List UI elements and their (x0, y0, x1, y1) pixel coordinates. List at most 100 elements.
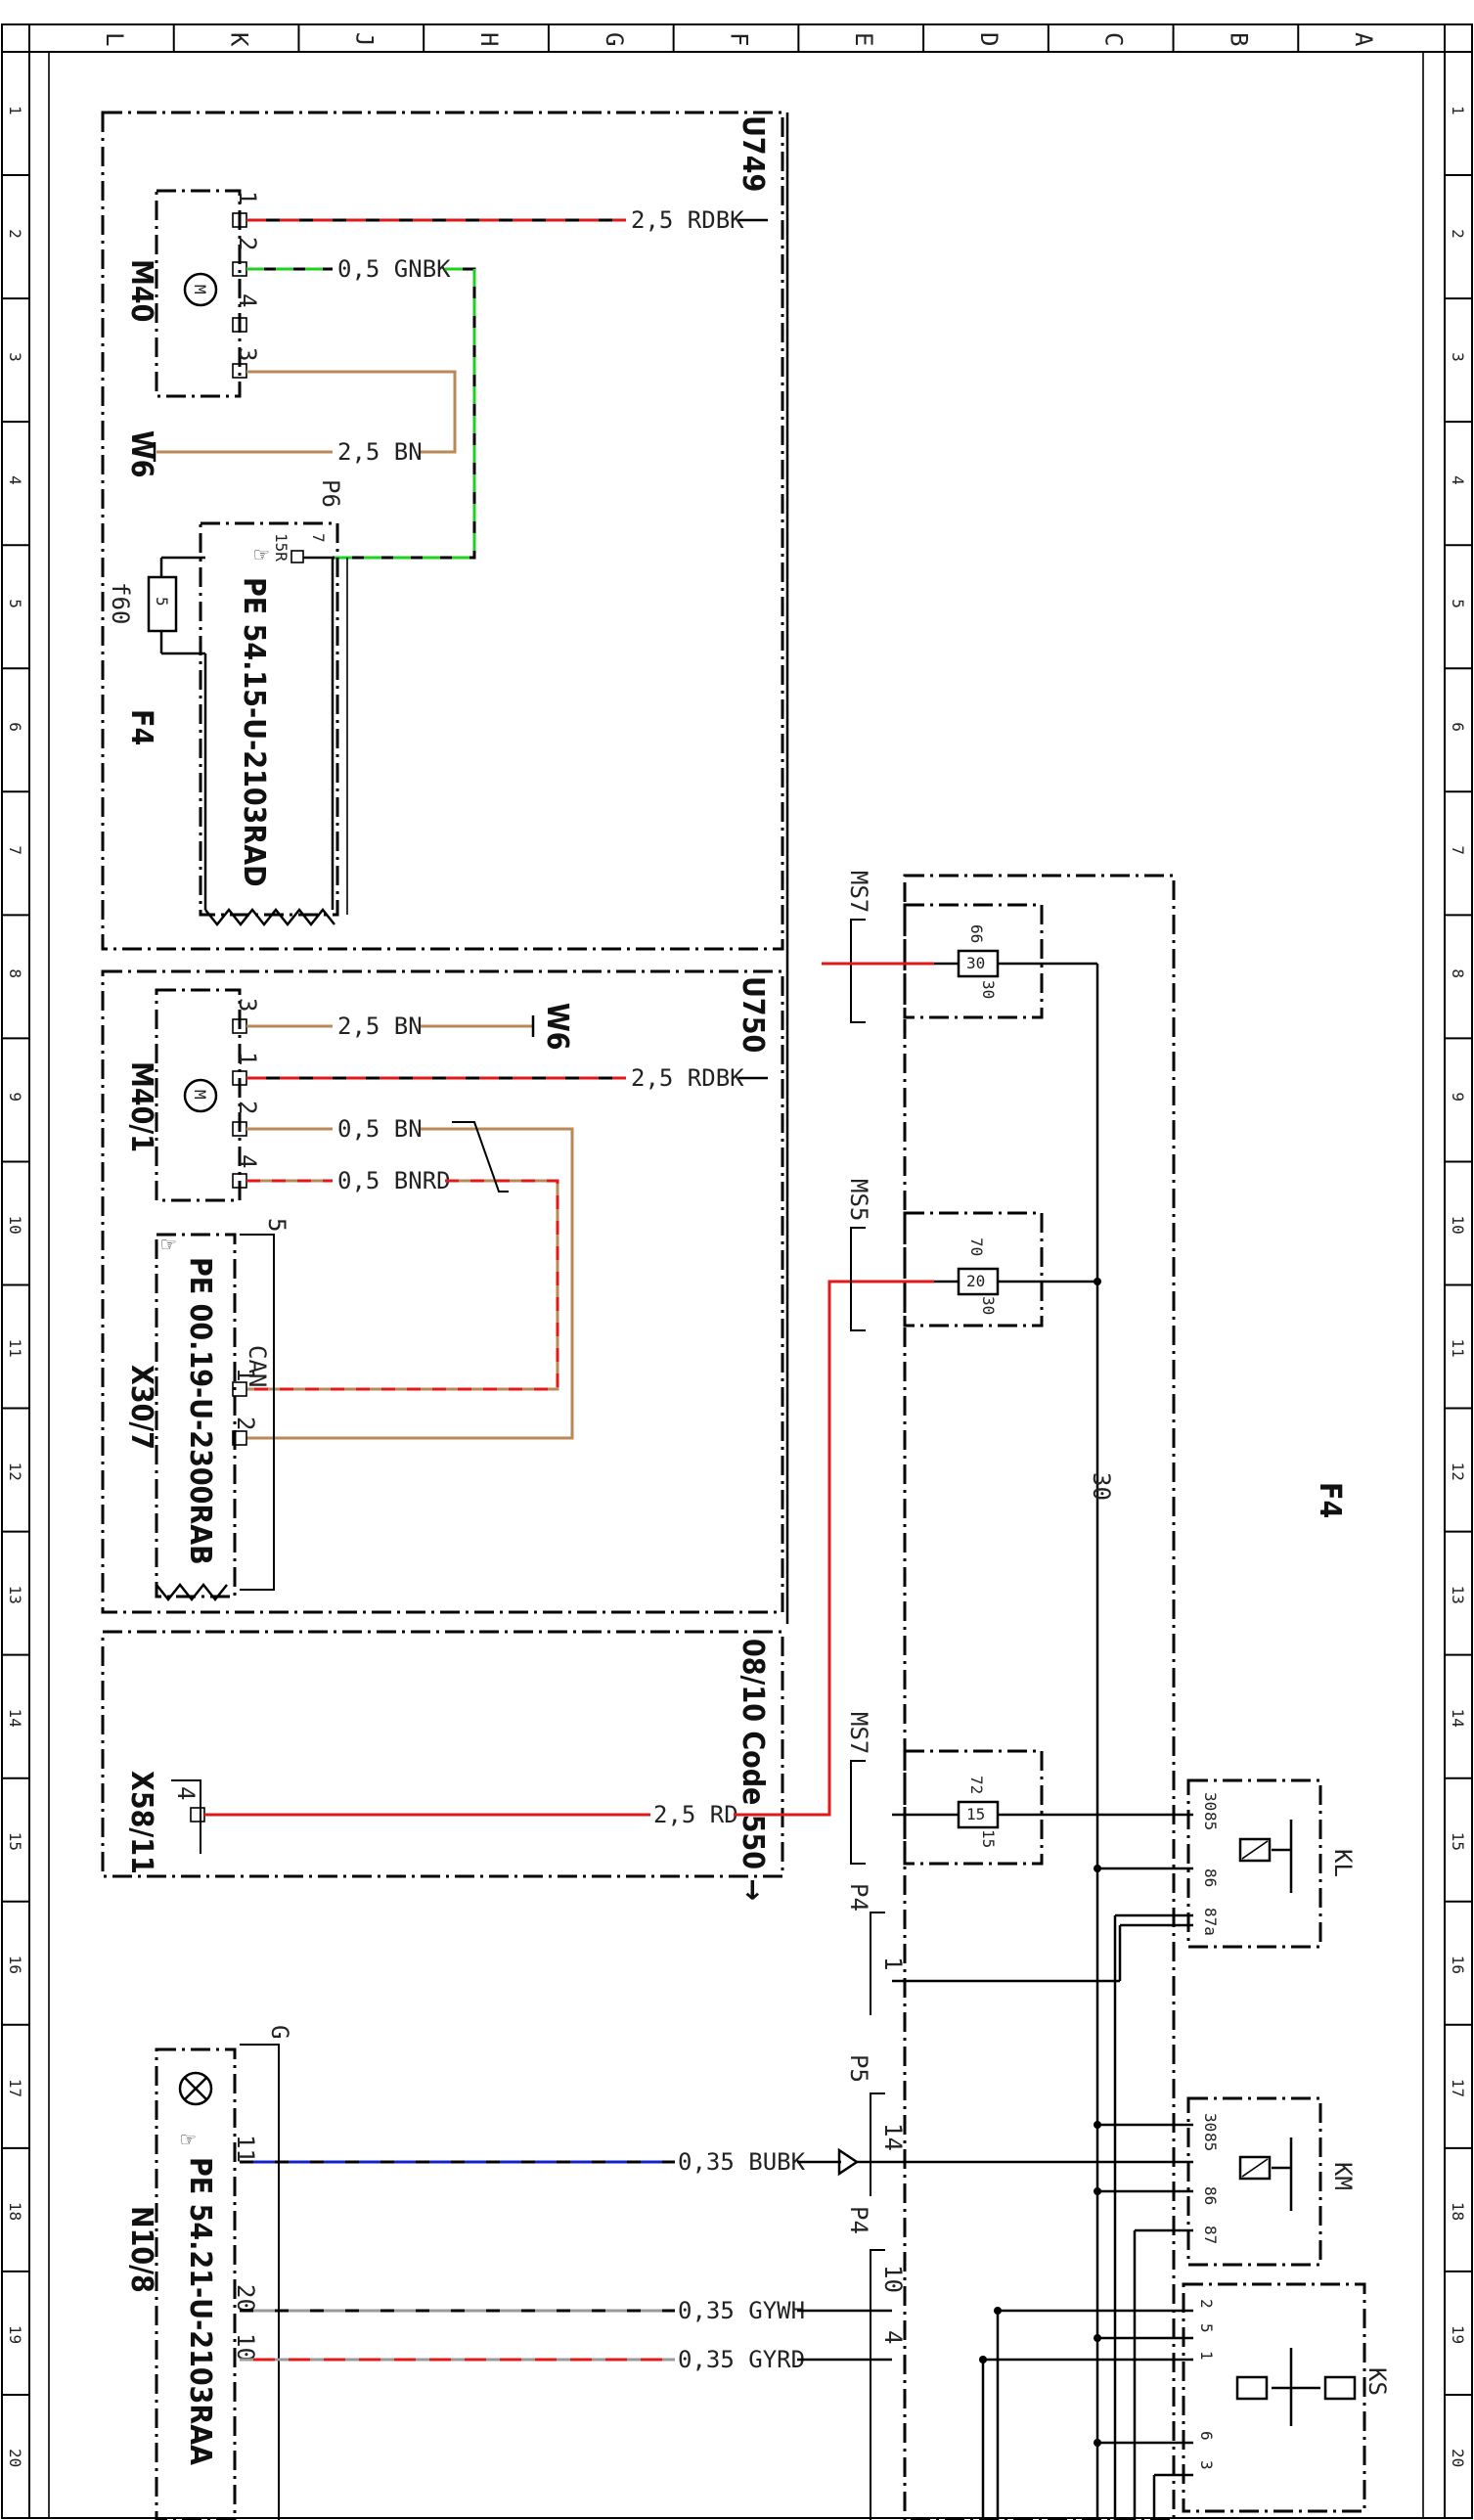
relay-ks (1182, 2282, 1366, 2513)
row-label: 8 (1449, 968, 1467, 978)
row-label: 6 (1449, 722, 1467, 732)
svg-text:4: 4 (879, 2330, 907, 2344)
svg-text:85: 85 (1201, 1812, 1220, 1830)
hand-icon-2: ☞ (161, 1231, 176, 1258)
wire-gywh-label: 0,35 GYWH (678, 2297, 805, 2324)
svg-text:86: 86 (1201, 1868, 1220, 1887)
svg-text:14: 14 (879, 2123, 907, 2151)
f60-label: f60 (107, 582, 134, 624)
svg-text:5: 5 (153, 597, 171, 607)
row-label: 15 (1449, 1832, 1467, 1851)
row-label: 12 (1449, 1462, 1467, 1481)
row-label: 5 (1449, 599, 1467, 608)
svg-text:10: 10 (879, 2265, 907, 2293)
sheet-frame (1, 23, 1473, 2519)
svg-text:2: 2 (1197, 2299, 1216, 2309)
row-label: 9 (6, 1092, 24, 1102)
ks-label: KS (1363, 2367, 1391, 2396)
svg-text:66: 66 (967, 924, 986, 943)
wire-bn05 (246, 1127, 574, 1440)
row-label: 3 (6, 352, 24, 362)
column-label: G (601, 32, 628, 46)
column-label: J (350, 32, 378, 46)
wire-gyrd-label: 0,35 GYRD (678, 2346, 805, 2373)
wire-gnbk (333, 267, 476, 560)
f4-right-label: F4 (1313, 1482, 1347, 1518)
w6-top-label: W6 (124, 430, 158, 478)
svg-text:M: M (191, 285, 209, 294)
m40-pins: 1 2 4 3 (232, 191, 261, 379)
svg-text:30: 30 (979, 980, 998, 999)
f4-left-label: F4 (124, 709, 158, 745)
row-label: 9 (1449, 1092, 1467, 1102)
svg-text:11: 11 (232, 2135, 259, 2163)
fuse-holder-3 (903, 1749, 1044, 1866)
p4-a-label: P4 (845, 1883, 872, 1912)
column-label: F (726, 32, 753, 46)
row-label: 20 (1449, 2449, 1467, 2467)
row-label: 18 (1449, 2202, 1467, 2221)
svg-text:4: 4 (234, 293, 261, 307)
svg-text:87a: 87a (1201, 1908, 1220, 1936)
unit-u750-label: U750 (736, 976, 770, 1053)
svg-text:3: 3 (234, 347, 261, 361)
svg-text:30: 30 (979, 1296, 998, 1315)
svg-text:10: 10 (232, 2333, 259, 2362)
row-label: 11 (1449, 1339, 1467, 1358)
row-label: 15 (6, 1832, 24, 1851)
svg-text:15: 15 (979, 1829, 998, 1848)
svg-text:20: 20 (966, 1272, 985, 1290)
row-label: 3 (1449, 352, 1467, 362)
module-n10-8-box (155, 2048, 237, 2520)
svg-text:5: 5 (263, 1218, 290, 1232)
pe-54-15-label: PE 54.15-U-2103RAD (237, 577, 271, 887)
row-label: 4 (1449, 475, 1467, 485)
row-label: 10 (6, 1215, 24, 1234)
svg-text:2: 2 (234, 237, 261, 250)
code-550-label: 08/10 Code 550 → (736, 1639, 770, 1901)
column-label: D (975, 32, 1003, 46)
fuse-holder-2 (903, 1211, 1044, 1328)
column-label: H (475, 32, 503, 46)
p4-b-label: P4 (845, 2206, 872, 2234)
svg-text:30: 30 (1201, 2113, 1220, 2132)
fuse-relay-box (903, 874, 1176, 2520)
row-label: 4 (6, 475, 24, 485)
svg-text:30: 30 (1088, 1472, 1115, 1501)
wire-bn-loop (246, 370, 457, 454)
wire-gnbk-label: 0,5 GNBK (337, 255, 451, 283)
wire-bn-1-label: 2,5 BN (337, 438, 423, 466)
wire-bn-2-label: 2,5 BN (337, 1012, 423, 1040)
p6-label: P6 (317, 479, 344, 508)
connector-p6-box (199, 521, 339, 917)
row-label: 13 (1449, 1586, 1467, 1604)
svg-text:15: 15 (966, 1805, 985, 1823)
m40-1-pins: 3 1 2 4 (232, 998, 261, 1189)
svg-text:M: M (191, 1090, 209, 1100)
column-label: E (850, 32, 877, 46)
motor-m40-1-box (155, 988, 242, 1202)
row-label: 11 (6, 1339, 24, 1358)
svg-text:30: 30 (1201, 1792, 1220, 1811)
km-label: KM (1329, 2162, 1357, 2190)
row-label: 7 (1449, 845, 1467, 855)
row-label: 19 (6, 2325, 24, 2344)
row-label: 7 (6, 845, 24, 855)
n10-8-label: N10/8 (124, 2206, 158, 2293)
g-label: G (266, 2025, 293, 2039)
row-label: 17 (6, 2079, 24, 2097)
svg-text:1: 1 (234, 1052, 261, 1065)
motor-m40-icon (183, 272, 218, 307)
wire-bnrd-label: 0,5 BNRD (337, 1167, 451, 1194)
svg-text:6: 6 (1197, 2431, 1216, 2441)
pe-00-19-label: PE 00.19-U-2300RAB (183, 1257, 217, 1565)
svg-text:20: 20 (232, 2284, 259, 2313)
wire-rdbk-1-label: 2,5 RDBK (631, 206, 744, 234)
svg-text:15R: 15R (272, 533, 290, 562)
svg-text:30: 30 (966, 954, 985, 972)
svg-text:72: 72 (967, 1776, 986, 1794)
pe-54-21-label: PE 54.21-U-2103RAA (183, 2157, 217, 2465)
row-label: 1 (6, 106, 24, 115)
